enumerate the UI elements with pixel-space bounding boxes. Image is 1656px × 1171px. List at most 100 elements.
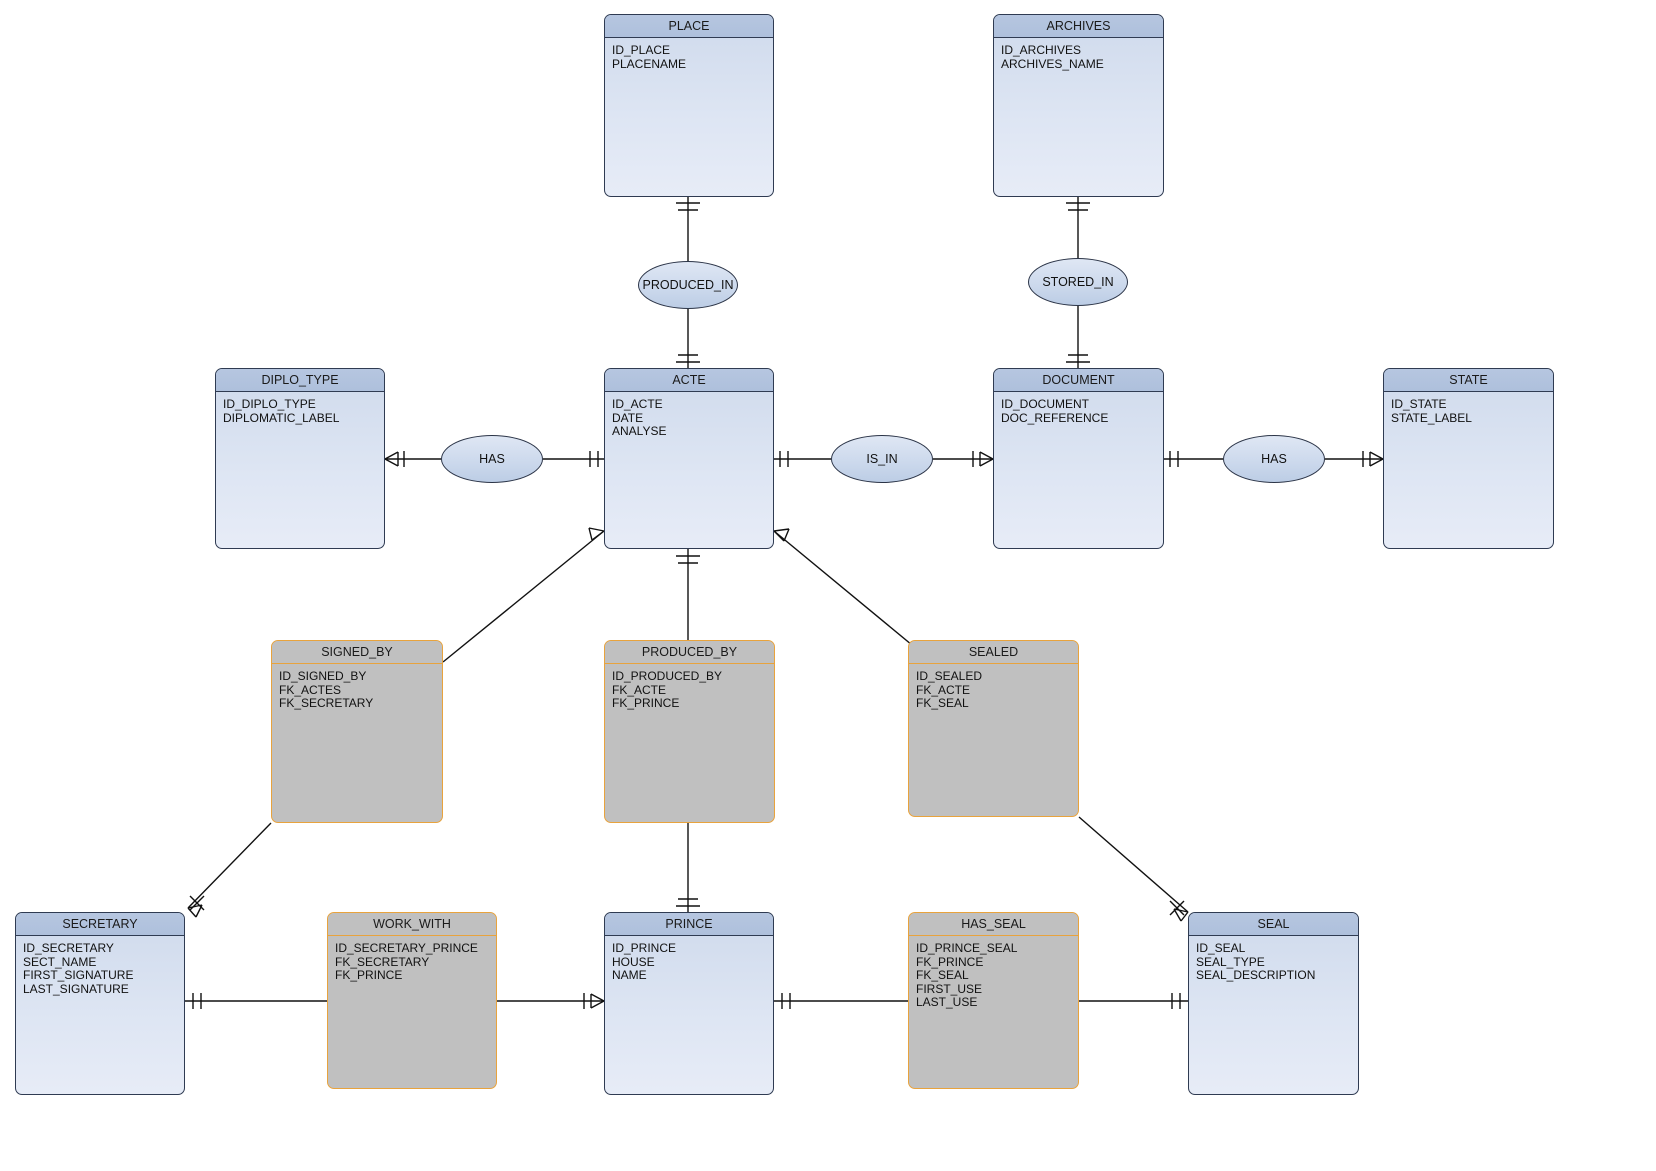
- crow-acte-signed_by: [588, 527, 605, 541]
- attribute: ID_STATE: [1391, 397, 1447, 411]
- attribute: PLACENAME: [612, 56, 687, 71]
- attribute: ID_SECRETARY_PRINCE: [335, 941, 478, 955]
- attribute: HOUSE: [612, 954, 655, 969]
- relationship-label: STORED_IN: [1042, 275, 1114, 289]
- attribute: ID_PRODUCED_BY: [612, 669, 723, 683]
- attribute: FK_PRINCE: [612, 696, 680, 711]
- relationship-label: HAS: [479, 452, 505, 466]
- attribute: LAST_SIGNATURE: [23, 981, 129, 996]
- entity-title-acte: ACTE: [605, 369, 773, 392]
- attribute: ARCHIVES_NAME: [1001, 56, 1104, 71]
- crow-prince-left: [590, 993, 605, 1009]
- attribute: FK_SECRETARY: [279, 696, 374, 711]
- attribute: ANALYSE: [612, 424, 667, 439]
- entity-title-produced_by: PRODUCED_BY: [605, 641, 774, 664]
- edge-acte-signed_by: [442, 530, 605, 663]
- attribute: STATE_LABEL: [1391, 410, 1472, 425]
- attribute: ID_SIGNED_BY: [279, 669, 367, 683]
- entity-title-has_seal: HAS_SEAL: [909, 913, 1078, 936]
- relationship-is_in[interactable]: IS_IN: [831, 435, 933, 483]
- entity-title-signed_by: SIGNED_BY: [272, 641, 442, 664]
- card-secretary-x2: [189, 895, 205, 911]
- attribute: FK_SEAL: [916, 968, 969, 983]
- edge-signed_by-secretary: [187, 822, 272, 909]
- attribute: DIPLOMATIC_LABEL: [223, 410, 340, 425]
- attribute: ID_DOCUMENT: [1001, 397, 1090, 411]
- attribute: DATE: [612, 410, 644, 425]
- attribute: ID_PRINCE: [612, 941, 677, 955]
- attribute: FIRST_SIGNATURE: [23, 968, 134, 983]
- attribute: FK_PRINCE: [335, 968, 403, 983]
- attribute: ID_ARCHIVES: [1001, 43, 1082, 57]
- card-seal-x2: [1169, 900, 1185, 916]
- attribute: LAST_USE: [916, 995, 978, 1010]
- entity-title-work_with: WORK_WITH: [328, 913, 496, 936]
- relationship-label: PRODUCED_IN: [642, 278, 734, 292]
- edge-acte-sealed: [773, 530, 913, 646]
- attribute: FIRST_USE: [916, 981, 983, 996]
- attribute: SEAL_DESCRIPTION: [1196, 968, 1316, 983]
- crow-document-left: [979, 451, 994, 467]
- entity-title-seal: SEAL: [1189, 913, 1358, 936]
- attribute: ID_PRINCE_SEAL: [916, 941, 1018, 955]
- attribute: DOC_REFERENCE: [1001, 410, 1109, 425]
- crow-state: [1369, 451, 1384, 467]
- entity-title-state: STATE: [1384, 369, 1553, 392]
- relationship-has_state[interactable]: HAS: [1223, 435, 1325, 483]
- attribute: ID_SEAL: [1196, 941, 1246, 955]
- attribute: ID_SECRETARY: [23, 941, 114, 955]
- entity-title-diplo_type: DIPLO_TYPE: [216, 369, 384, 392]
- entity-title-secretary: SECRETARY: [16, 913, 184, 936]
- attribute: FK_ACTES: [279, 682, 342, 697]
- attribute: ID_ACTE: [612, 397, 663, 411]
- attribute: ID_SEALED: [916, 669, 983, 683]
- entity-title-prince: PRINCE: [605, 913, 773, 936]
- relationship-label: HAS: [1261, 452, 1287, 466]
- crow-acte-sealed: [773, 528, 790, 542]
- attribute: FK_PRINCE: [916, 954, 984, 969]
- attribute: SEAL_TYPE: [1196, 954, 1265, 969]
- attribute: FK_SEAL: [916, 696, 969, 711]
- entity-title-sealed: SEALED: [909, 641, 1078, 664]
- attribute: FK_ACTE: [916, 682, 971, 697]
- crow-diplo_type: [384, 451, 399, 467]
- entity-title-place: PLACE: [605, 15, 773, 38]
- relationship-has_diplo[interactable]: HAS: [441, 435, 543, 483]
- entity-title-document: DOCUMENT: [994, 369, 1163, 392]
- relationship-produced_in[interactable]: PRODUCED_IN: [638, 261, 738, 309]
- relationship-stored_in[interactable]: STORED_IN: [1028, 258, 1128, 306]
- attribute: ID_PLACE: [612, 43, 671, 57]
- entity-title-archives: ARCHIVES: [994, 15, 1163, 38]
- edge-sealed-seal: [1078, 816, 1189, 913]
